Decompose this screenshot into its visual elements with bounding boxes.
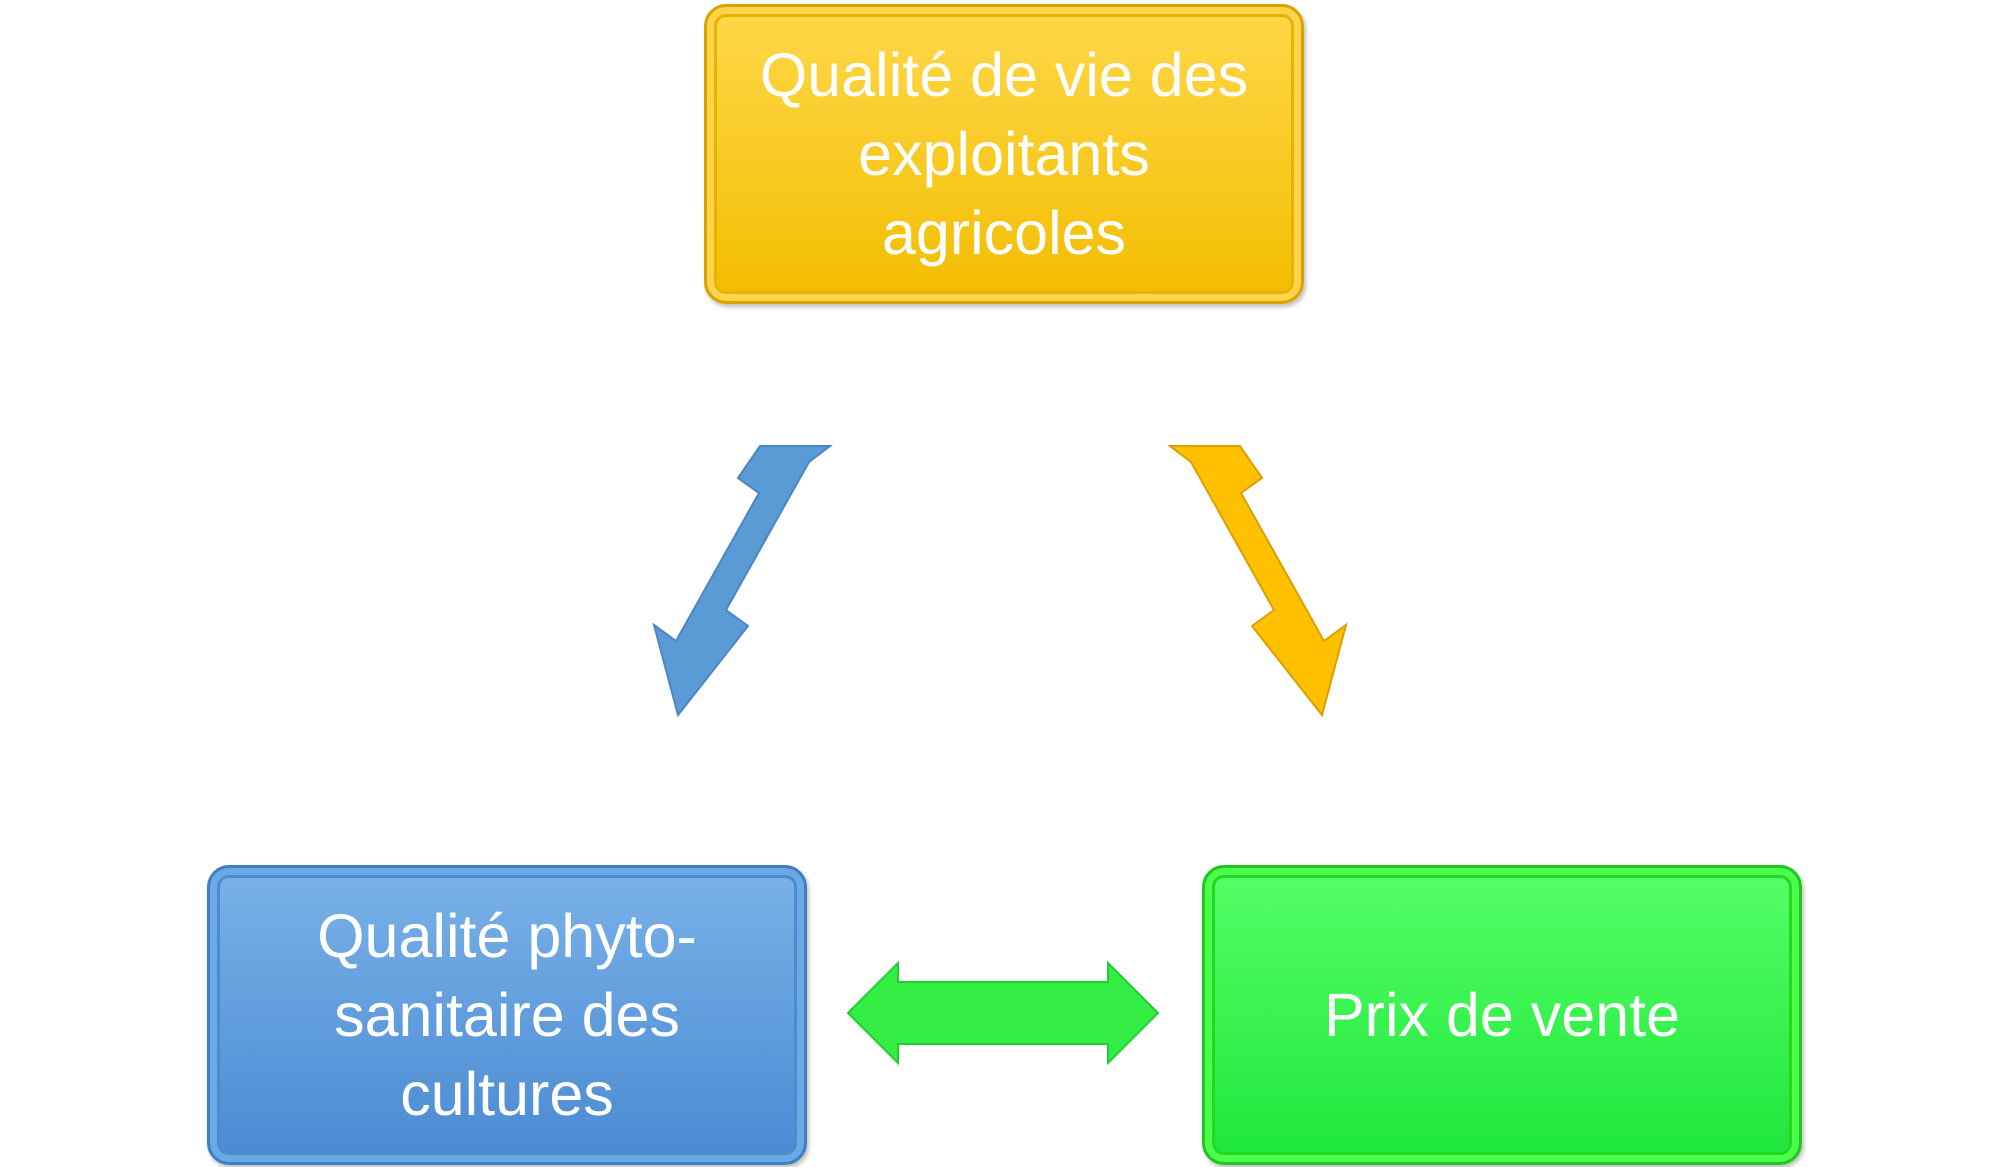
double-arrow-price-phyto-link bbox=[846, 960, 1160, 1066]
double-arrow-quality-link bbox=[652, 445, 833, 718]
node-quality-of-life-label: Qualité de vie des exploitants agricoles bbox=[759, 40, 1249, 267]
node-selling-price: Prix de vente bbox=[1202, 865, 1802, 1165]
node-phytosanitary-quality-label: Qualité phyto-sanitaire des cultures bbox=[317, 901, 697, 1128]
node-phytosanitary-quality: Qualité phyto-sanitaire des cultures bbox=[207, 865, 807, 1165]
node-selling-price-label: Prix de vente bbox=[1323, 980, 1681, 1049]
double-arrow-price-link bbox=[1167, 445, 1348, 718]
node-quality-of-life: Qualité de vie des exploitants agricoles bbox=[704, 4, 1304, 304]
